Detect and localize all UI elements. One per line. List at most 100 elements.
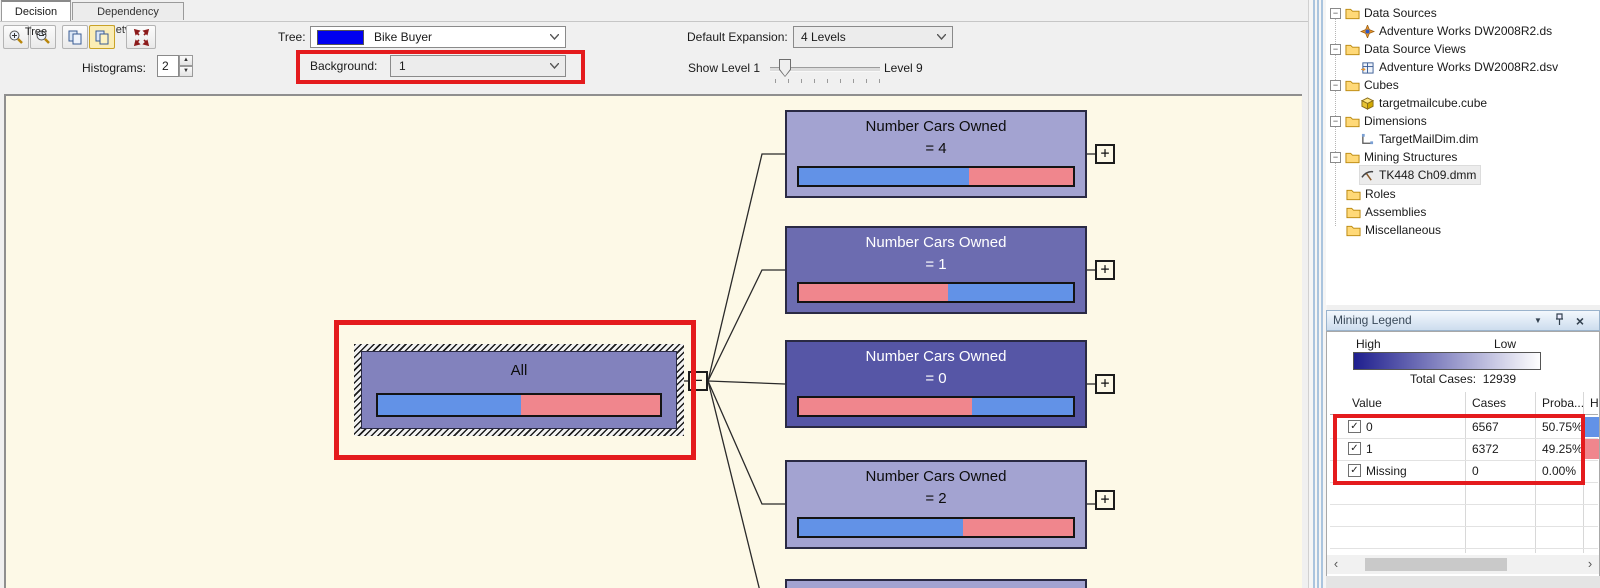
legend-rows-highlight-annotation: [1333, 414, 1585, 485]
row-divider: [1330, 438, 1598, 439]
explorer-item-label: Mining Structures: [1364, 150, 1458, 164]
row-checkbox[interactable]: ✓: [1348, 420, 1361, 433]
explorer-item-label: Cubes: [1364, 78, 1399, 92]
copy-all-button[interactable]: [89, 25, 115, 49]
zoom-out-button[interactable]: [30, 25, 56, 49]
expand-node-button[interactable]: +: [1095, 260, 1115, 280]
col-header-value[interactable]: Value: [1352, 396, 1382, 410]
tree-node-cars-2[interactable]: Number Cars Owned = 2: [785, 460, 1087, 549]
scroll-left-icon[interactable]: ‹: [1333, 556, 1339, 571]
tree-node-cars-0[interactable]: Number Cars Owned = 0: [785, 340, 1087, 428]
row-value: Missing: [1366, 464, 1407, 478]
explorer-item-assemblies[interactable]: Assemblies: [1346, 203, 1426, 221]
scroll-right-icon[interactable]: ›: [1587, 556, 1593, 571]
explorer-item-dimensions[interactable]: − Dimensions: [1330, 112, 1427, 130]
tree-node-cars-4[interactable]: Number Cars Owned = 4: [785, 110, 1087, 198]
expand-node-button[interactable]: +: [1095, 144, 1115, 164]
column-divider: [1465, 392, 1466, 553]
col-header-cases[interactable]: Cases: [1472, 396, 1507, 410]
col-header-probability[interactable]: Proba...: [1542, 396, 1585, 410]
tab-decision-tree[interactable]: Decision Tree: [1, 0, 71, 38]
row-histogram-swatch: [1584, 417, 1599, 437]
row-checkbox[interactable]: ✓: [1348, 464, 1361, 477]
row-histogram-swatch: [1584, 439, 1599, 459]
size-to-fit-button[interactable]: [126, 25, 156, 49]
histogram-segment: [799, 284, 949, 301]
decision-tree-canvas[interactable]: All − Number Cars Owned = 4 + Number Car…: [4, 94, 1302, 588]
close-icon[interactable]: ×: [1575, 313, 1585, 329]
tree-collapse-icon[interactable]: −: [1330, 79, 1341, 91]
cube-icon: [1360, 96, 1375, 110]
node-condition: = 0: [925, 370, 947, 387]
total-cases-value: 12939: [1482, 372, 1517, 386]
level-slider-track[interactable]: [770, 67, 880, 72]
tree-collapse-icon[interactable]: −: [1330, 7, 1341, 19]
tree-select-value: Bike Buyer: [374, 30, 433, 44]
histogram-segment: [521, 395, 660, 415]
explorer-item-data-source-views[interactable]: − Data Source Views: [1330, 40, 1466, 58]
tab-dependency-network[interactable]: Dependency Network: [72, 2, 184, 36]
explorer-item-roles[interactable]: Roles: [1346, 185, 1396, 203]
col-header-histogram[interactable]: H: [1590, 396, 1599, 410]
tree-node-partial[interactable]: Number Cars Owned: [785, 579, 1087, 588]
tree-connector-lines: [682, 153, 1095, 588]
zoom-in-button[interactable]: [3, 25, 29, 49]
explorer-item-cubes[interactable]: − Cubes: [1330, 76, 1399, 94]
background-select[interactable]: 1: [390, 55, 566, 77]
folder-icon: [1345, 116, 1360, 127]
histogram-segment: [963, 519, 1073, 536]
histogram-segment: [968, 168, 1073, 185]
explorer-item-miscellaneous[interactable]: Miscellaneous: [1346, 221, 1441, 239]
viewer-tabstrip: Decision Tree Dependency Network: [0, 0, 1308, 38]
default-expansion-select[interactable]: 4 Levels: [793, 26, 953, 48]
background-select-value: 1: [399, 59, 406, 73]
explorer-item-mining-structures[interactable]: − Mining Structures: [1330, 148, 1457, 166]
histogram-segment: [948, 284, 1073, 301]
expand-node-button[interactable]: +: [1095, 374, 1115, 394]
spin-down-icon[interactable]: ▼: [179, 66, 193, 77]
node-title: Number Cars Owned: [865, 468, 1007, 485]
chevron-down-icon: [550, 63, 559, 69]
tree-collapse-icon[interactable]: −: [1330, 43, 1341, 55]
panel-bottom-strip: [1326, 576, 1600, 588]
legend-horizontal-scrollbar[interactable]: ‹ ›: [1327, 555, 1599, 574]
histograms-label: Histograms:: [82, 61, 147, 75]
explorer-item-ds[interactable]: Adventure Works DW2008R2.ds: [1360, 22, 1552, 40]
level-max-label: Level 9: [884, 61, 923, 75]
mining-structure-icon: [1361, 170, 1374, 181]
row-checkbox[interactable]: ✓: [1348, 442, 1361, 455]
data-source-icon: [1360, 24, 1375, 38]
tree-color-swatch: [317, 29, 364, 45]
tree-select[interactable]: Bike Buyer: [310, 26, 566, 48]
tree-node-all[interactable]: All: [361, 351, 677, 429]
level-slider-thumb[interactable]: [779, 59, 791, 77]
explorer-item-label: TK448 Ch09.dmm: [1379, 168, 1477, 182]
column-divider: [1535, 392, 1536, 553]
row-probability: 49.25%: [1542, 442, 1583, 456]
explorer-item-dim[interactable]: TargetMailDim.dim: [1360, 130, 1478, 148]
tree-collapse-icon[interactable]: −: [1330, 151, 1341, 163]
panel-splitter[interactable]: [1308, 0, 1327, 588]
pin-icon[interactable]: [1551, 313, 1567, 329]
tree-node-all-selection-border: All: [354, 344, 684, 436]
spin-up-icon[interactable]: ▲: [179, 55, 193, 66]
explorer-item-label: TargetMailDim.dim: [1379, 132, 1479, 146]
copy-graph-button[interactable]: [62, 25, 88, 49]
explorer-item-dsv[interactable]: Adventure Works DW2008R2.dsv: [1360, 58, 1558, 76]
data-source-view-icon: [1361, 61, 1374, 74]
default-expansion-value: 4 Levels: [801, 30, 846, 44]
tree-collapse-icon[interactable]: −: [1330, 115, 1341, 127]
histogram-segment: [799, 519, 964, 536]
explorer-item-cube[interactable]: targetmailcube.cube: [1360, 94, 1487, 112]
expand-node-button[interactable]: +: [1095, 490, 1115, 510]
explorer-item-data-sources[interactable]: − Data Sources: [1330, 4, 1437, 22]
scrollbar-thumb[interactable]: [1365, 558, 1507, 571]
tree-node-cars-1[interactable]: Number Cars Owned = 1: [785, 226, 1087, 314]
window-menu-icon[interactable]: ▼: [1534, 316, 1542, 325]
folder-icon: [1345, 80, 1360, 91]
expand-arrows-icon: [133, 28, 149, 46]
show-level-label: Show Level 1: [688, 61, 761, 75]
histograms-input[interactable]: 2: [157, 55, 179, 77]
zoom-out-icon: [36, 30, 50, 44]
explorer-item-dmm[interactable]: TK448 Ch09.dmm: [1358, 165, 1482, 185]
